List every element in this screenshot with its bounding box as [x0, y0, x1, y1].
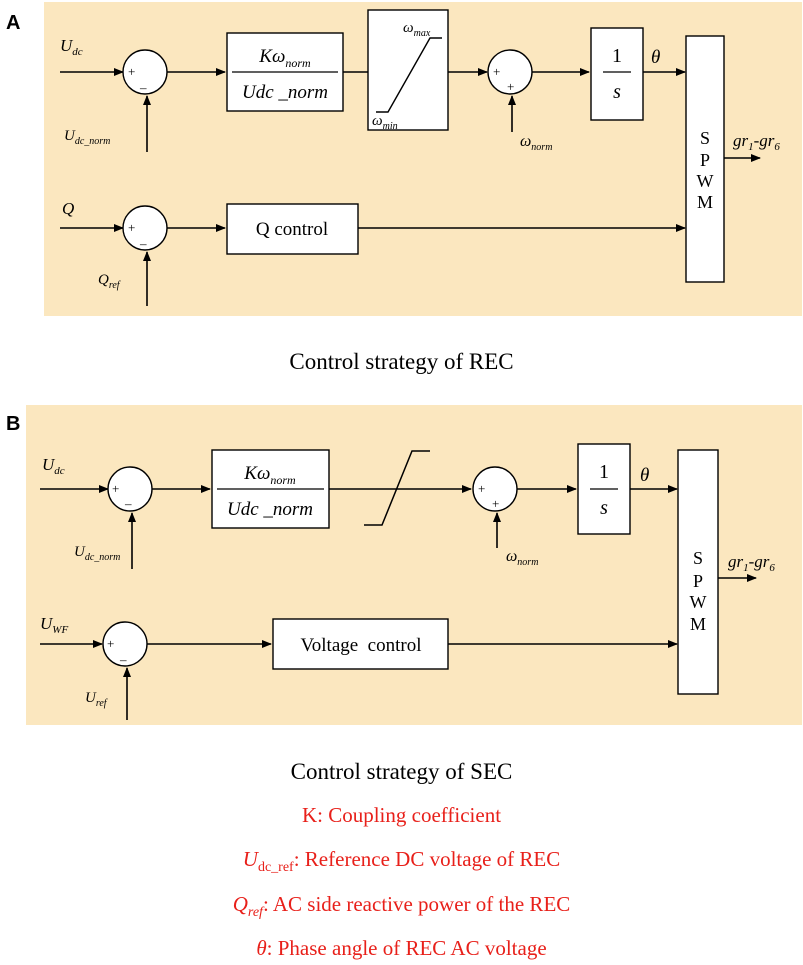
- label-qref-a: Qref: [98, 272, 121, 291]
- sum-plus-b2-left: +: [478, 481, 485, 496]
- voltage-control-block: [272, 618, 449, 670]
- label-q-a: Q: [62, 199, 74, 218]
- panel-label-a: A: [6, 12, 21, 34]
- output-label-b: gr1-gr6: [728, 552, 775, 574]
- label-uwf-b: UWF: [40, 614, 68, 636]
- label-udc-a: Udc: [60, 36, 83, 58]
- legend-udc-ref: Udc_ref: Reference DC voltage of REC: [242, 847, 561, 876]
- sum-minus-a1: –: [139, 80, 147, 95]
- limiter-block-a: [367, 9, 449, 131]
- q-control-block: [226, 203, 359, 255]
- spwm-letter-b-m: M: [690, 614, 706, 634]
- spwm-letter-a-p: P: [700, 150, 710, 170]
- sum-plus-a1: +: [128, 64, 135, 79]
- limiter-curve-a: [376, 37, 442, 113]
- theta-label-b: θ: [640, 465, 649, 486]
- sum-plus-b3: +: [107, 636, 114, 651]
- limiter-max-label: ωmax: [403, 20, 431, 39]
- sum-plus-b1: +: [112, 481, 119, 496]
- sum-plus-a2-left: +: [493, 64, 500, 79]
- spwm-letter-b-s: S: [693, 548, 703, 568]
- sum-plus-a3: +: [128, 220, 135, 235]
- spwm-letter-b-w: W: [690, 592, 707, 612]
- integrator-denominator-b: s: [600, 497, 608, 519]
- caption-a: Control strategy of REC: [289, 349, 514, 374]
- gain-denominator-a: Udc _norm: [242, 82, 328, 103]
- label-udc-norm-b: Udc_norm: [74, 544, 120, 563]
- integrator-numerator-a: 1: [612, 45, 622, 67]
- spwm-block-a: [685, 35, 725, 283]
- theta-label-a: θ: [651, 47, 660, 68]
- panel-label-b: B: [6, 413, 21, 435]
- panel-b-background: [26, 405, 802, 725]
- label-uref-b: Uref: [85, 690, 108, 709]
- limiter-min-label: ωmin: [372, 113, 398, 132]
- sum-plus-b2-bottom: +: [492, 496, 499, 511]
- gain-denominator-b: Udc _norm: [227, 499, 313, 520]
- spwm-letter-b-p: P: [693, 571, 703, 591]
- caption-b: Control strategy of SEC: [290, 759, 513, 784]
- gain-numerator-a: Kωnorm: [258, 46, 311, 70]
- spwm-letter-a-w: W: [697, 171, 714, 191]
- spwm-block-b: [677, 449, 719, 695]
- output-label-a: gr1-gr6: [733, 131, 780, 153]
- label-udc-b: Udc: [42, 455, 65, 477]
- label-udc-norm-a: Udc_norm: [64, 128, 110, 147]
- integrator-numerator-b: 1: [599, 461, 609, 483]
- legend-theta: θ: Phase angle of REC AC voltage: [256, 936, 547, 960]
- limiter-curve-b: [364, 450, 430, 526]
- legend-k: K: Coupling coefficient: [301, 803, 502, 827]
- sum-minus-b1: –: [124, 496, 132, 511]
- voltage-control-label: Voltage control: [300, 635, 421, 656]
- sum-minus-b3: –: [119, 652, 127, 667]
- spwm-letter-a-m: M: [697, 192, 713, 212]
- integrator-denominator-a: s: [613, 81, 621, 103]
- label-omega-norm-b: ωnorm: [506, 548, 538, 568]
- legend-qref: Qref: AC side reactive power of the REC: [232, 892, 571, 921]
- sum-minus-a3: –: [139, 236, 147, 251]
- integrator-block-a: [590, 27, 644, 121]
- spwm-letter-a-s: S: [700, 128, 710, 148]
- sum-plus-a2-bottom: +: [507, 79, 514, 94]
- q-control-label: Q control: [256, 219, 328, 240]
- gain-numerator-b: Kωnorm: [243, 463, 296, 487]
- label-omega-norm-a: ωnorm: [520, 133, 552, 153]
